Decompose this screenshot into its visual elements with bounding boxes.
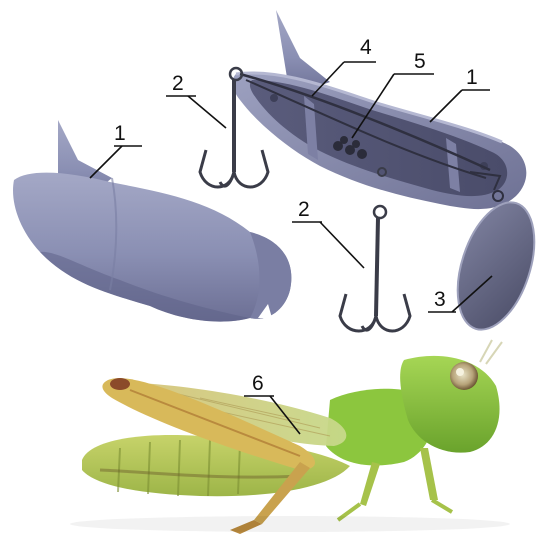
label-1-left: 1 bbox=[114, 122, 126, 145]
lure-body-left bbox=[13, 120, 291, 322]
label-1-right: 1 bbox=[466, 66, 478, 89]
callout-2-lower: 2 bbox=[292, 198, 364, 268]
label-3: 3 bbox=[434, 288, 446, 311]
callout-2-upper: 2 bbox=[166, 72, 226, 128]
callout-1-right: 1 bbox=[430, 66, 490, 122]
label-5: 5 bbox=[414, 50, 426, 73]
label-2-lower: 2 bbox=[298, 198, 310, 221]
lure-body-right bbox=[233, 10, 527, 209]
label-6: 6 bbox=[252, 372, 264, 395]
label-2-upper: 2 bbox=[172, 72, 184, 95]
label-4: 4 bbox=[360, 36, 372, 59]
callout-1-left: 1 bbox=[90, 122, 142, 178]
spinner-blade bbox=[443, 191, 545, 339]
grasshopper bbox=[70, 340, 510, 534]
